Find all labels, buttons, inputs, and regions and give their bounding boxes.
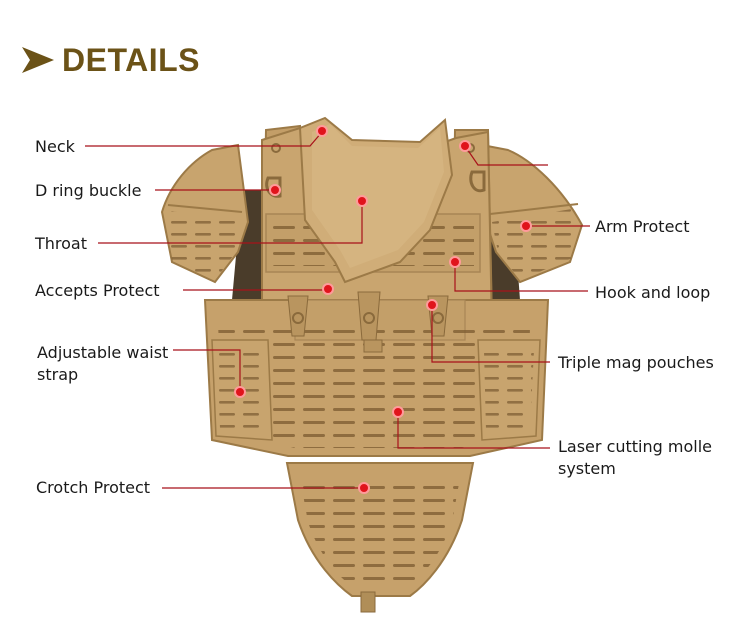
leader-triple [431,305,550,363]
leader-throat [98,201,363,244]
label-crotch-protect: Crotch Protect [36,478,151,497]
label-accepts-protect: Accepts Protect [35,281,160,300]
crotch-protector [285,462,475,613]
label-arm-protect: Arm Protect [595,217,690,236]
leader-waist [173,349,241,390]
label-laser-line2: system [558,459,616,478]
leader-lines [85,131,590,489]
label-laser-line1: Laser cutting molle [558,437,712,456]
leader-laser [397,412,550,449]
label-d-ring: D ring buckle [35,181,142,200]
leader-hook [454,262,588,292]
details-header: DETAILS [20,40,200,80]
label-waist-line2: strap [37,365,79,384]
mag-pouches [287,291,449,353]
label-waist-line1: Adjustable waist [37,343,169,362]
label-triple-mag: Triple mag pouches [558,353,714,372]
arrow-icon [22,47,54,73]
left-arm-protector [160,143,250,284]
page-title: DETAILS [62,42,201,78]
throat-guard [298,116,454,284]
label-throat: Throat [35,234,88,253]
label-hook-loop: Hook and loop [595,283,711,302]
leader-neck [85,131,323,147]
leader-shoulder [464,145,548,166]
hotspot-dots [234,125,532,494]
label-neck: Neck [35,137,75,156]
